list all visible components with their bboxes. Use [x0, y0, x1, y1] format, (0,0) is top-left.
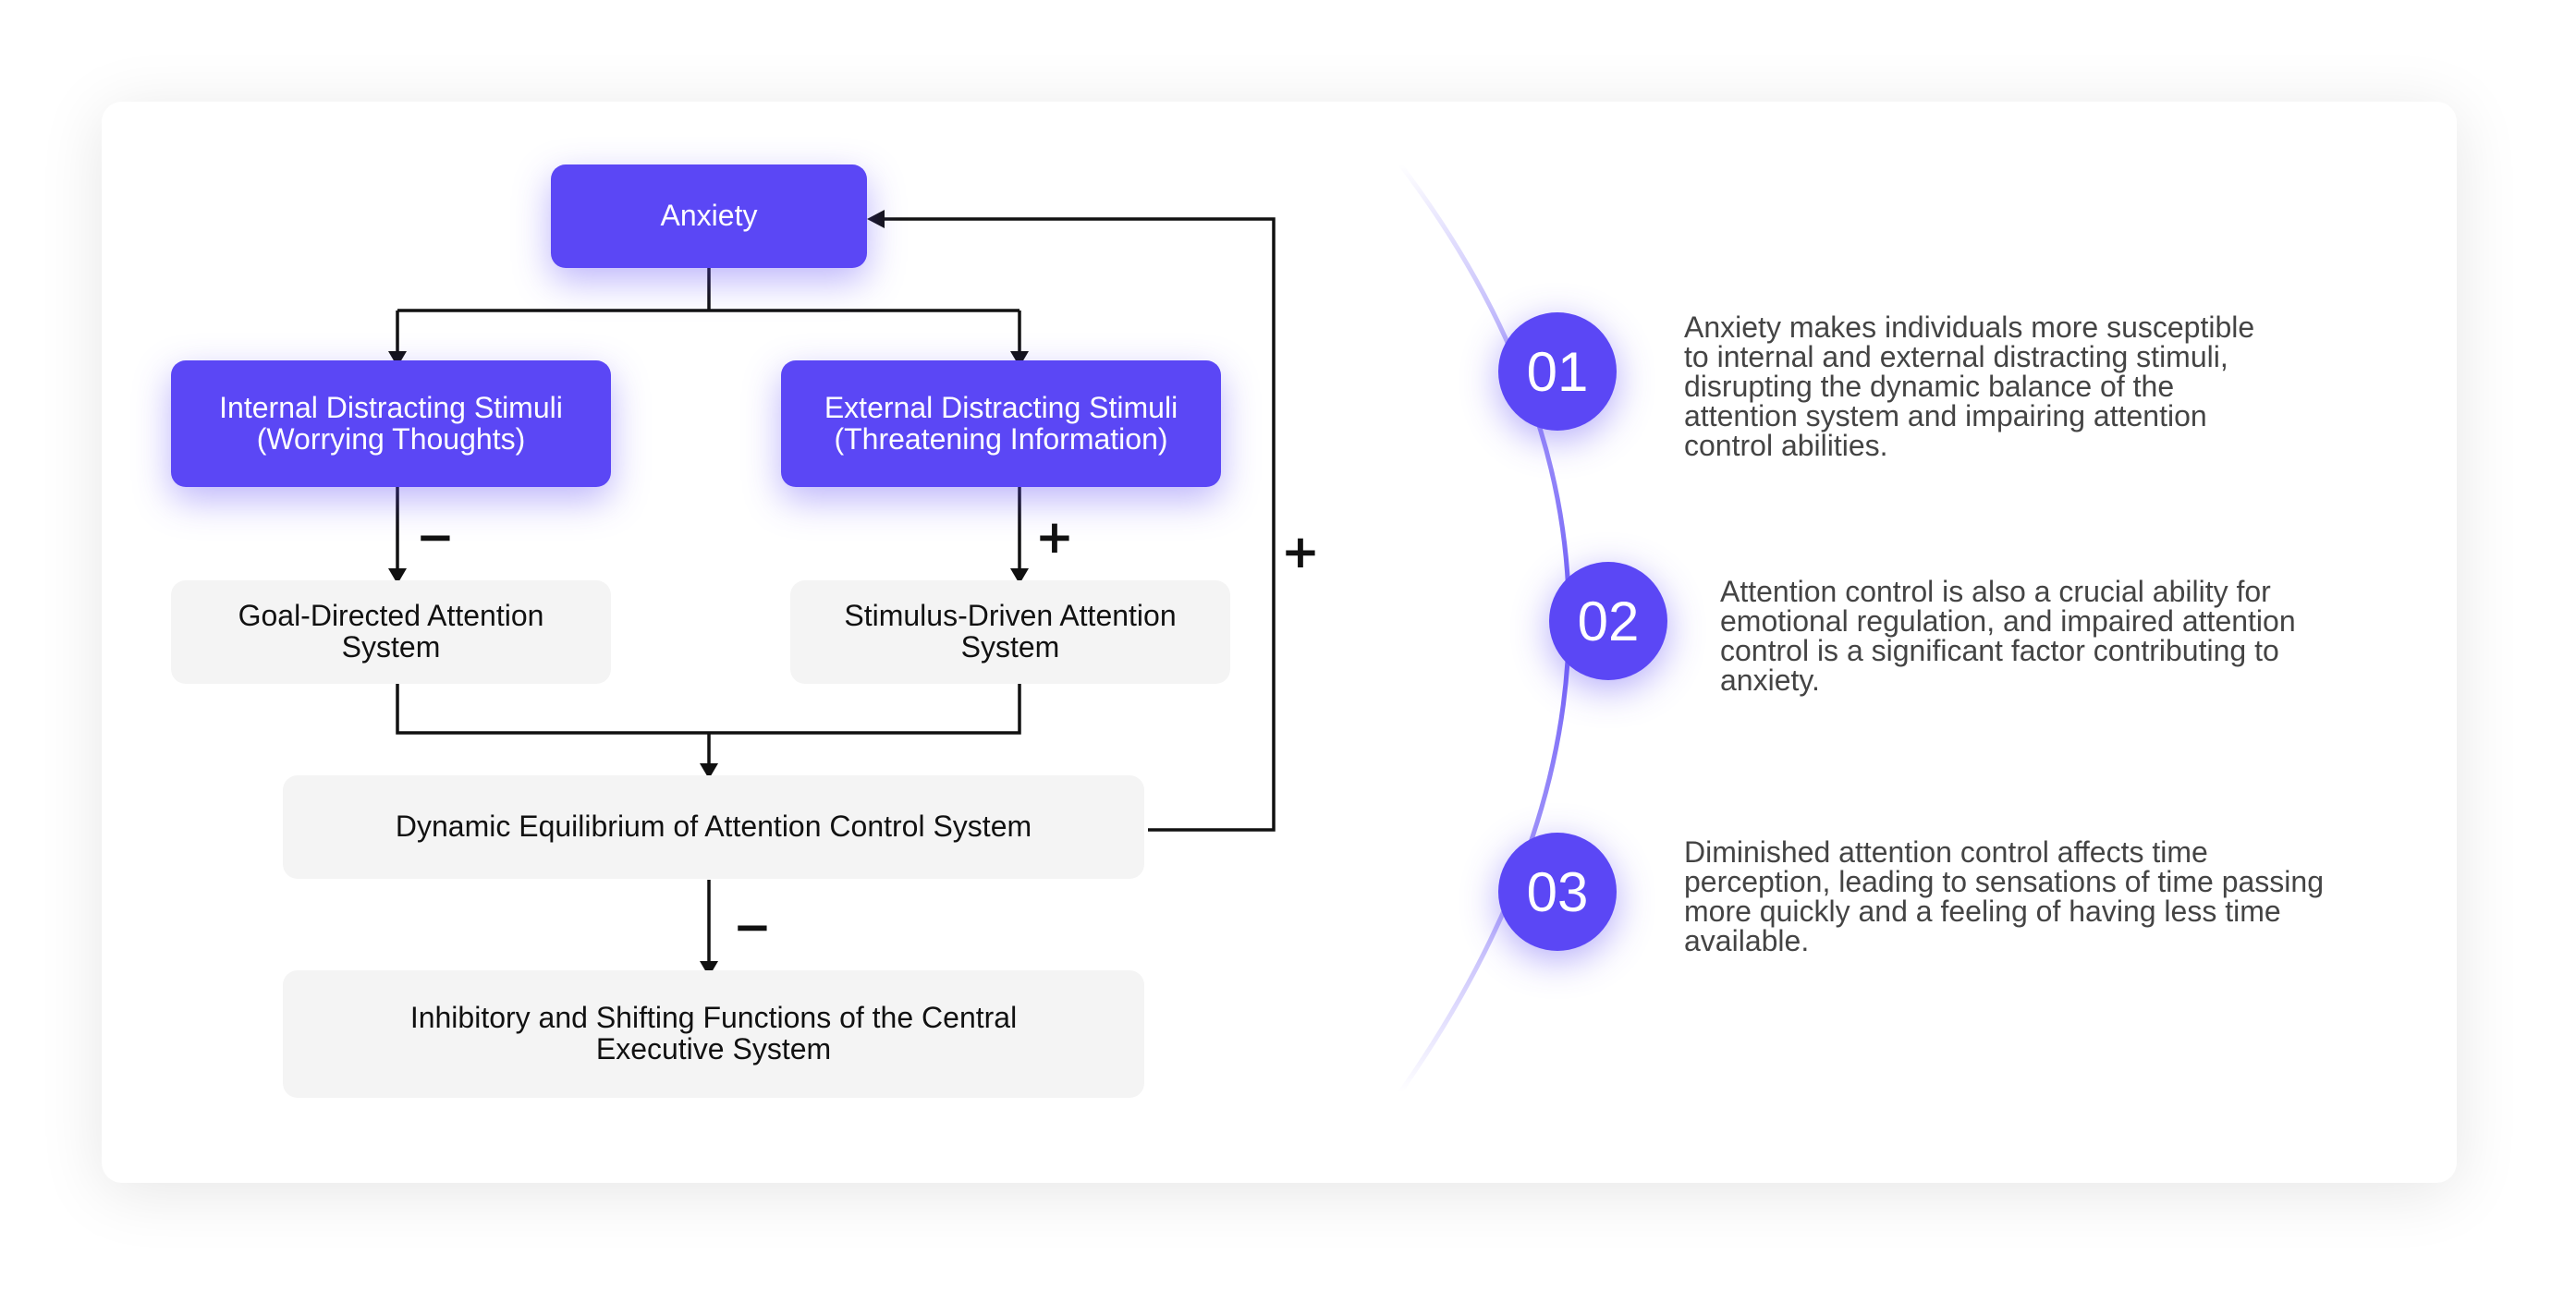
minus-sign-goal: −	[416, 510, 455, 564]
external-stimuli-label: External Distracting Stimuli (Threatenin…	[824, 390, 1178, 456]
plus-sign-feedback: +	[1281, 525, 1320, 578]
goal-directed-label: Goal-Directed Attention System	[238, 599, 544, 664]
external-stimuli-box: External Distracting Stimuli (Threatenin…	[781, 360, 1221, 487]
inhibitory-label: Inhibitory and Shifting Functions of the…	[409, 1001, 1018, 1066]
point-2-text: Attention control is also a crucial abil…	[1720, 577, 2296, 695]
goal-directed-box: Goal-Directed Attention System	[171, 580, 611, 684]
point-3-text-content: Diminished attention control affects tim…	[1684, 835, 2324, 957]
minus-sign-inhibitory: −	[733, 900, 772, 954]
point-3-text: Diminished attention control affects tim…	[1684, 837, 2324, 956]
internal-stimuli-label: Internal Distracting Stimuli (Worrying T…	[219, 390, 563, 456]
equilibrium-label: Dynamic Equilibrium of Attention Control…	[395, 810, 1032, 844]
timeline-arc	[1398, 163, 1571, 1094]
stimulus-driven-label: Stimulus-Driven Attention System	[844, 599, 1177, 664]
equilibrium-box: Dynamic Equilibrium of Attention Control…	[283, 775, 1144, 879]
plus-sign-stimulus: +	[1035, 510, 1074, 564]
point-3-number: 03	[1498, 833, 1617, 951]
internal-stimuli-box: Internal Distracting Stimuli (Worrying T…	[171, 360, 611, 487]
point-2-number: 02	[1549, 562, 1667, 680]
inhibitory-box: Inhibitory and Shifting Functions of the…	[283, 970, 1144, 1098]
anxiety-label: Anxiety	[660, 199, 758, 233]
point-1-text: Anxiety makes individuals more susceptib…	[1684, 312, 2254, 460]
stimulus-driven-box: Stimulus-Driven Attention System	[790, 580, 1230, 684]
arrowheads	[388, 210, 1029, 977]
point-1-text-content: Anxiety makes individuals more susceptib…	[1684, 311, 2255, 462]
point-2-text-content: Attention control is also a crucial abil…	[1720, 575, 2296, 697]
flow-lines	[396, 217, 1276, 961]
anxiety-box: Anxiety	[551, 164, 867, 268]
point-1-number: 01	[1498, 312, 1617, 431]
